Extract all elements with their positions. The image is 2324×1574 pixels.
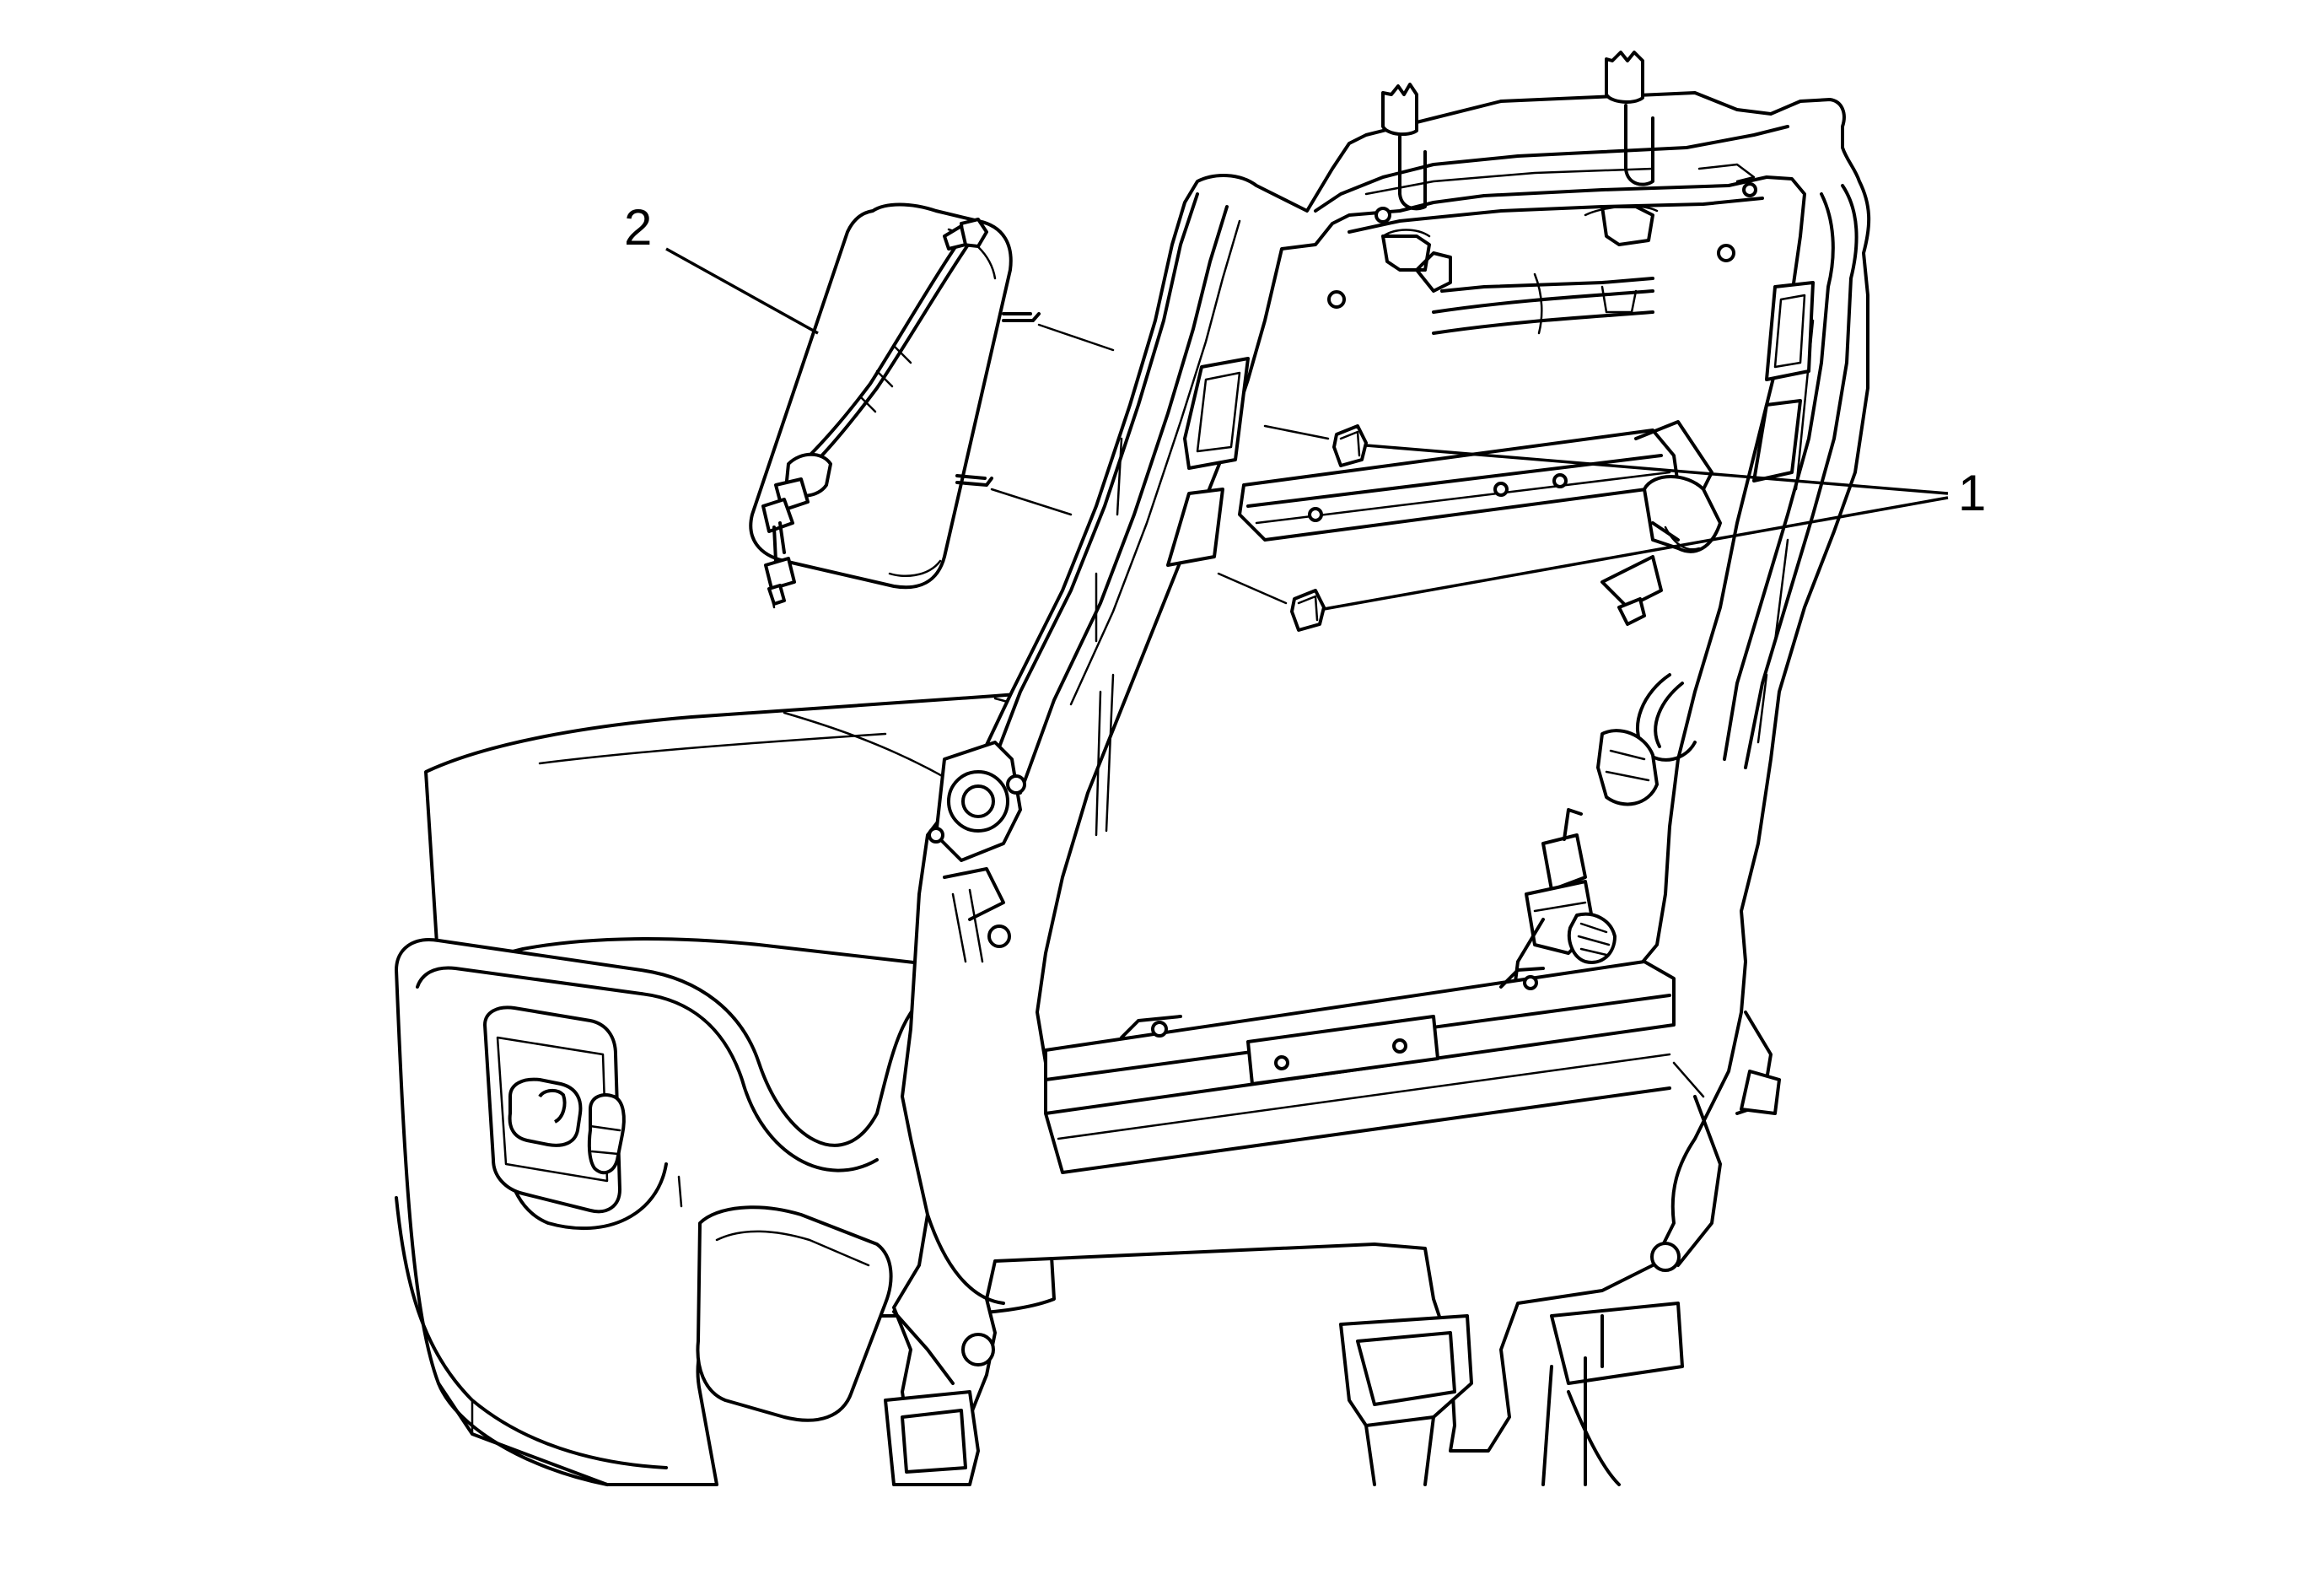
- callout-2-leader: [665, 247, 819, 335]
- retainer-clip-upper: [1332, 424, 1368, 467]
- retainer-clip-lower: [1290, 589, 1326, 632]
- seatback-frame: [884, 51, 1871, 1486]
- retainer-clips: [1217, 424, 1368, 632]
- callout-1-leader-upper: [1365, 444, 1949, 495]
- callout-1-leader-lower: [1323, 496, 1949, 611]
- callouts: 1 2: [624, 199, 1986, 611]
- seatback-panel: [749, 202, 1115, 609]
- callout-1-label: 1: [1958, 465, 1986, 521]
- callout-2-label: 2: [624, 199, 652, 256]
